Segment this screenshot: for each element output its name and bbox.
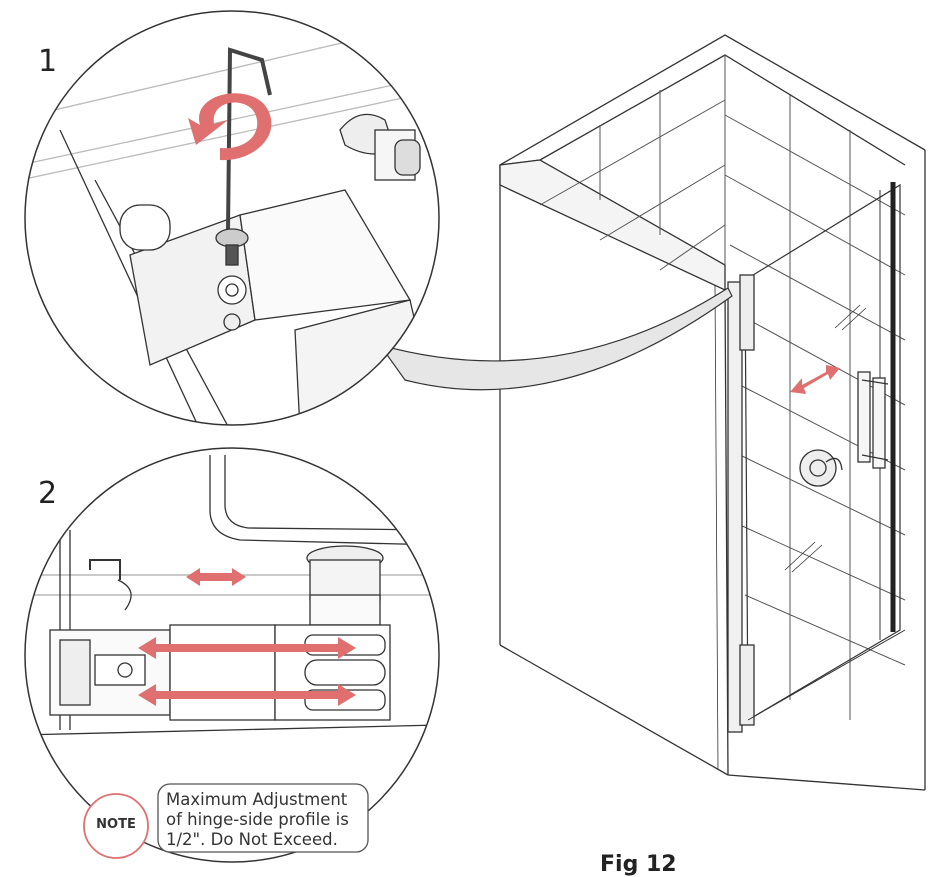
note-line-3: 1/2". Do Not Exceed. (166, 830, 338, 849)
door-slide-arrow-icon (790, 365, 840, 394)
note-bubble (157, 783, 369, 853)
detail-circle-1 (24, 10, 440, 426)
note-badge: NOTE (96, 817, 136, 832)
note-line-1: Maximum Adjustment (166, 790, 348, 809)
detail-circle-2 (24, 447, 440, 863)
figure-caption: Fig 12 (600, 852, 677, 877)
rotate-arrow-icon (188, 93, 272, 161)
step-1-label: 1 (38, 44, 58, 79)
note-line-2: of hinge-side profile is (166, 810, 349, 829)
detail-callout-band (378, 287, 733, 391)
shower-enclosure (499, 34, 926, 791)
note-text: Maximum Adjustment of hinge-side profile… (166, 790, 376, 850)
note-badge-circle (83, 793, 149, 859)
double-arrow-icon (138, 568, 356, 706)
step-2-label: 2 (38, 476, 58, 511)
